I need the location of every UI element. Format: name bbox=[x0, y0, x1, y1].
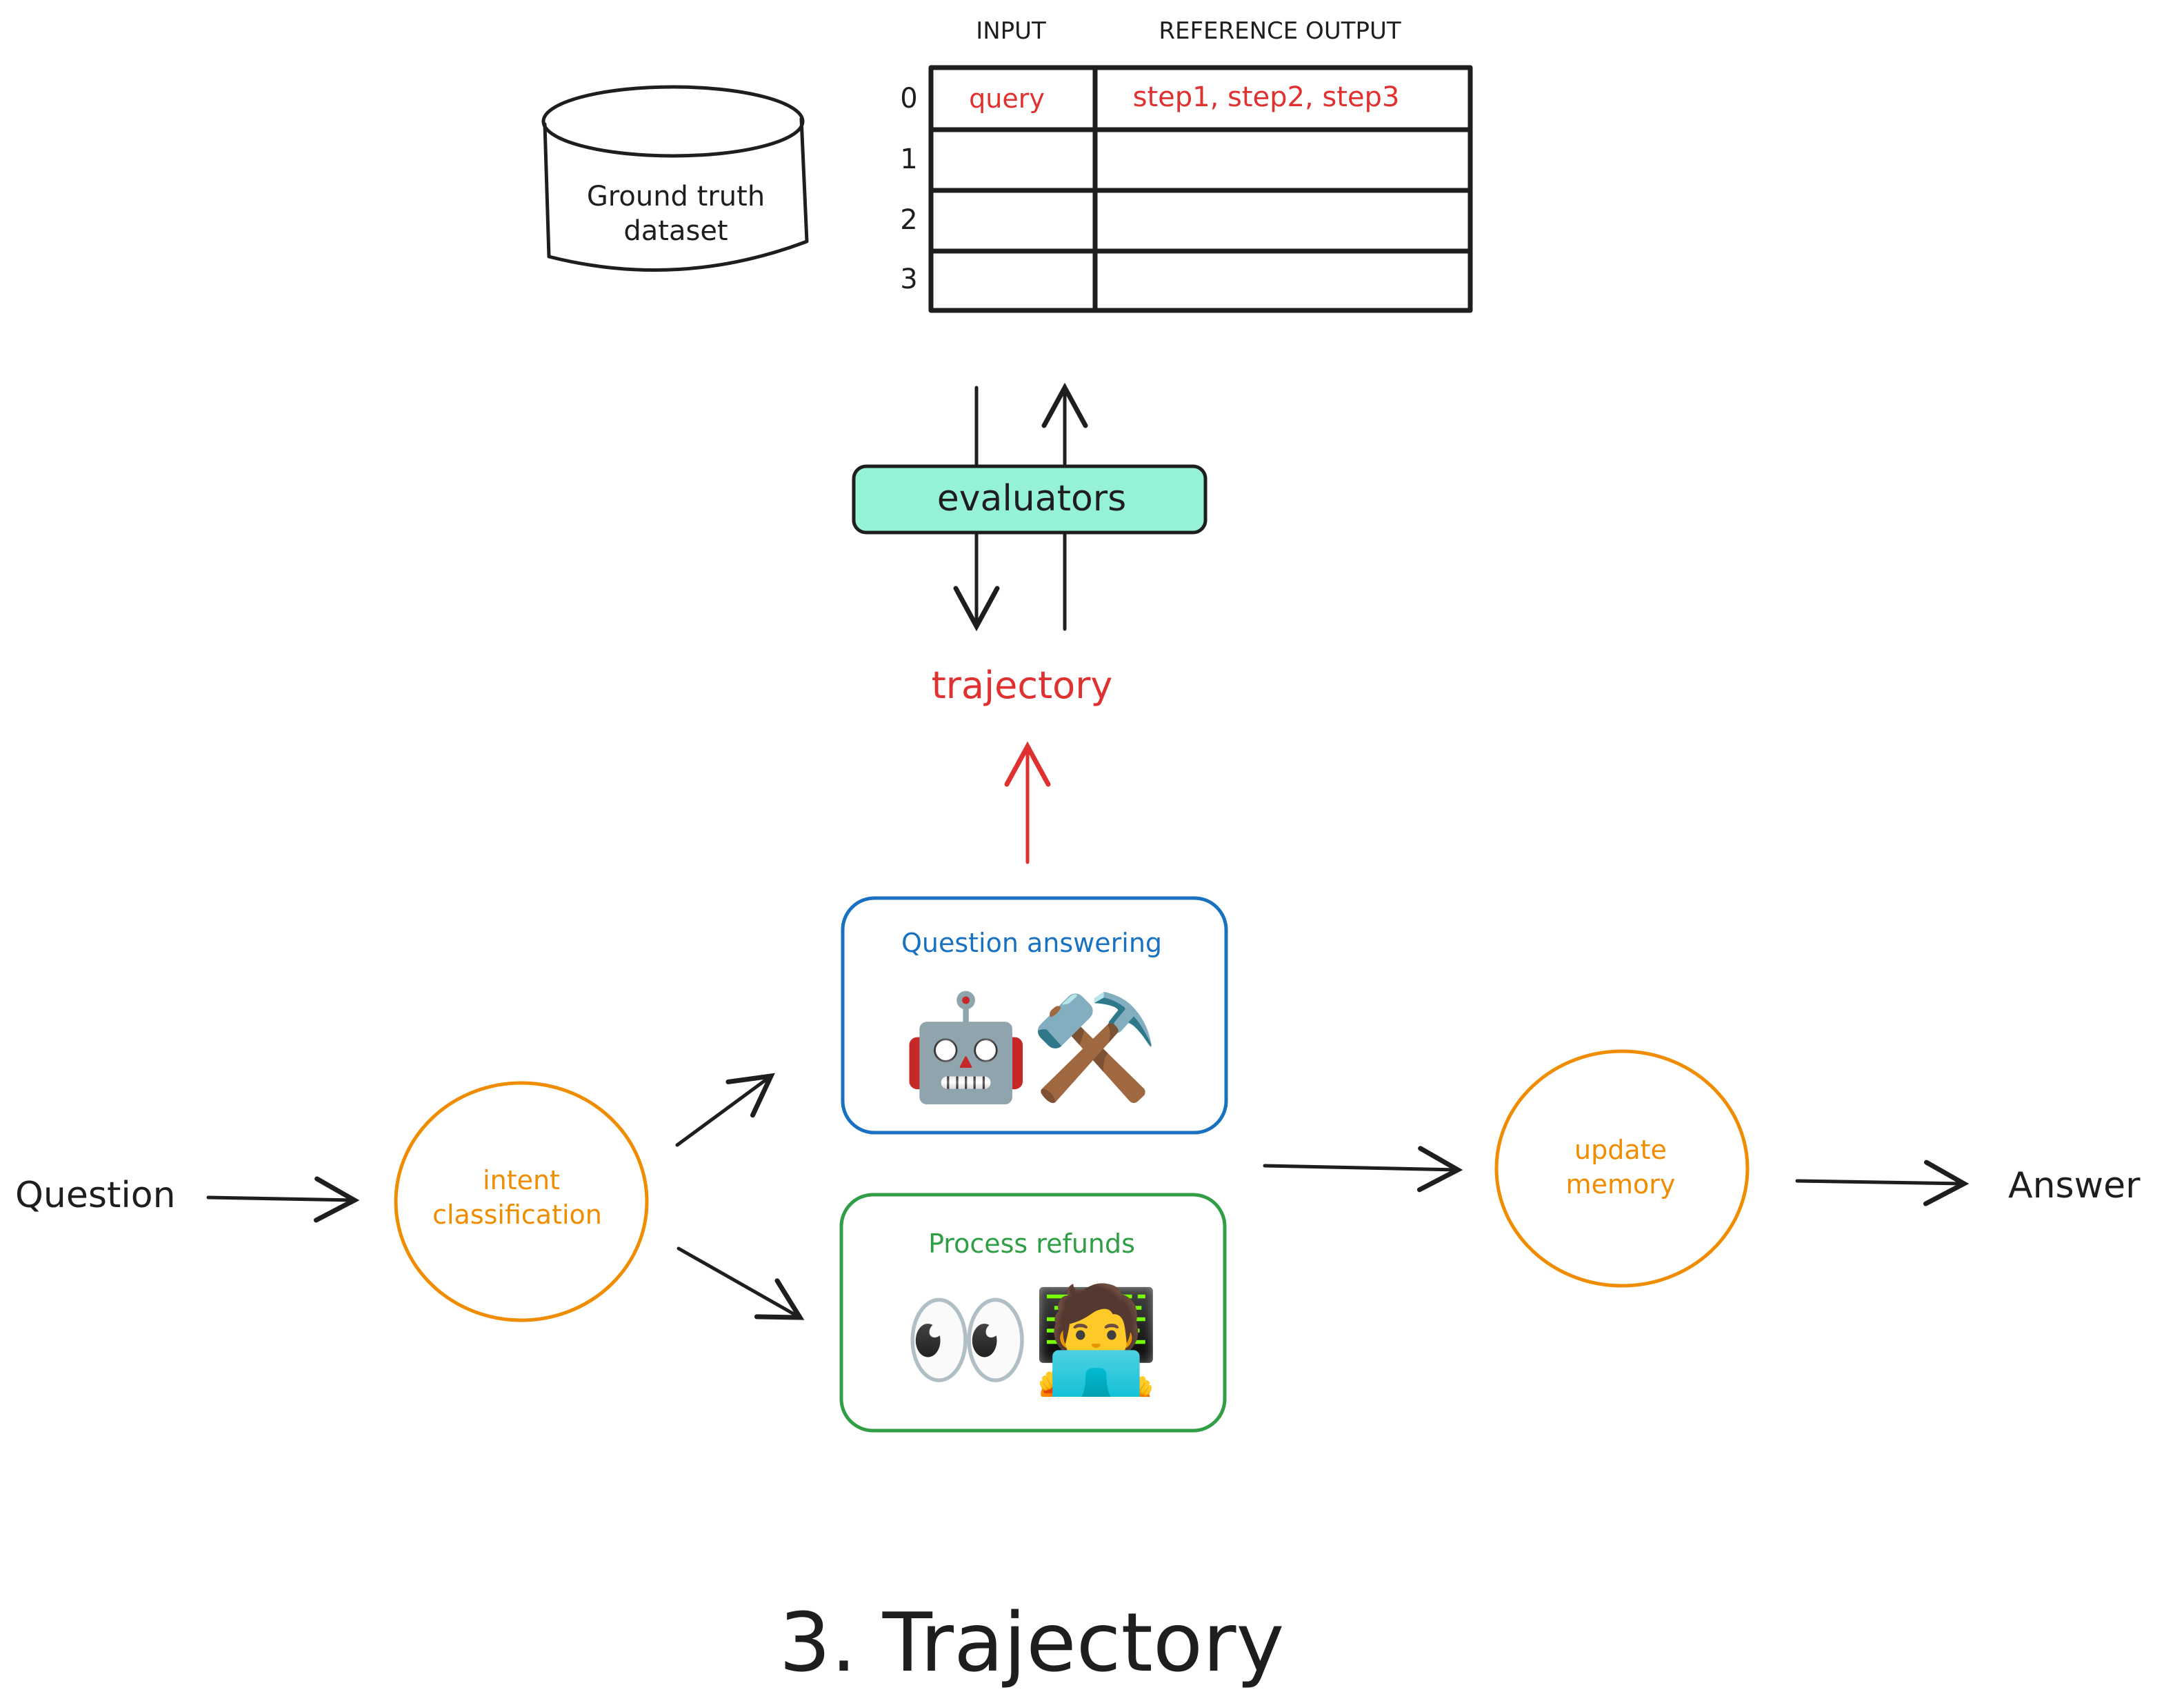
arrow-intent-to-qa bbox=[675, 1073, 775, 1147]
table-header-reference-output: REFERENCE OUTPUT bbox=[1159, 17, 1401, 45]
table-row-index: 1 bbox=[900, 143, 917, 175]
answer-label: Answer bbox=[2008, 1165, 2141, 1206]
refunds-box-rect bbox=[839, 1193, 1227, 1433]
evaluators-label: evaluators bbox=[937, 478, 1127, 519]
memory-label-line1: update bbox=[1574, 1135, 1667, 1165]
refunds-label: Process refunds bbox=[928, 1228, 1135, 1259]
question-label: Question bbox=[15, 1175, 176, 1216]
dataset-cylinder-top bbox=[541, 85, 805, 158]
intent-label-line2: classification bbox=[432, 1200, 602, 1230]
qa-box-rect bbox=[841, 896, 1228, 1135]
table-header-input: INPUT bbox=[976, 17, 1046, 45]
question-answering-box: Question answering 🤖⚒️ bbox=[841, 896, 1228, 1135]
update-memory-node: update memory bbox=[1494, 1049, 1750, 1288]
qa-emoji: 🤖⚒️ bbox=[901, 988, 1159, 1108]
memory-circle bbox=[1494, 1049, 1750, 1288]
trajectory-label: trajectory bbox=[932, 664, 1113, 707]
page-title: 3. Trajectory bbox=[779, 1595, 1285, 1690]
qa-label: Question answering bbox=[901, 928, 1162, 958]
refunds-emoji: 👀🧑‍💻 bbox=[903, 1278, 1161, 1400]
arrow-memory-to-answer bbox=[1795, 1160, 1970, 1206]
dataset-label-line1: Ground truth bbox=[587, 181, 765, 212]
table-row-index: 3 bbox=[900, 263, 917, 295]
evaluators-box-rect bbox=[852, 464, 1208, 535]
ground-truth-dataset: Ground truth dataset bbox=[541, 85, 809, 272]
memory-label-line2: memory bbox=[1566, 1169, 1676, 1200]
reference-table: INPUT REFERENCE OUTPUT 0 1 2 3 query ste… bbox=[900, 17, 1473, 313]
intent-circle bbox=[394, 1081, 649, 1322]
table-cell-input: query bbox=[969, 83, 1045, 114]
table-row-index: 0 bbox=[900, 83, 917, 115]
table-cell-reference-output: step1, step2, step3 bbox=[1133, 81, 1400, 113]
arrow-question-to-intent bbox=[206, 1176, 360, 1223]
dataset-label-line2: dataset bbox=[623, 215, 728, 247]
intent-classification-node: intent classification bbox=[394, 1081, 649, 1322]
evaluators-box: evaluators bbox=[852, 464, 1208, 535]
table-row-index: 2 bbox=[900, 204, 917, 236]
dataset-cylinder-body bbox=[543, 117, 809, 272]
arrow-branches-to-memory bbox=[1263, 1146, 1463, 1193]
arrow-intent-to-refunds bbox=[677, 1246, 805, 1320]
intent-label-line1: intent bbox=[483, 1165, 560, 1195]
process-refunds-box: Process refunds 👀🧑‍💻 bbox=[839, 1193, 1227, 1433]
